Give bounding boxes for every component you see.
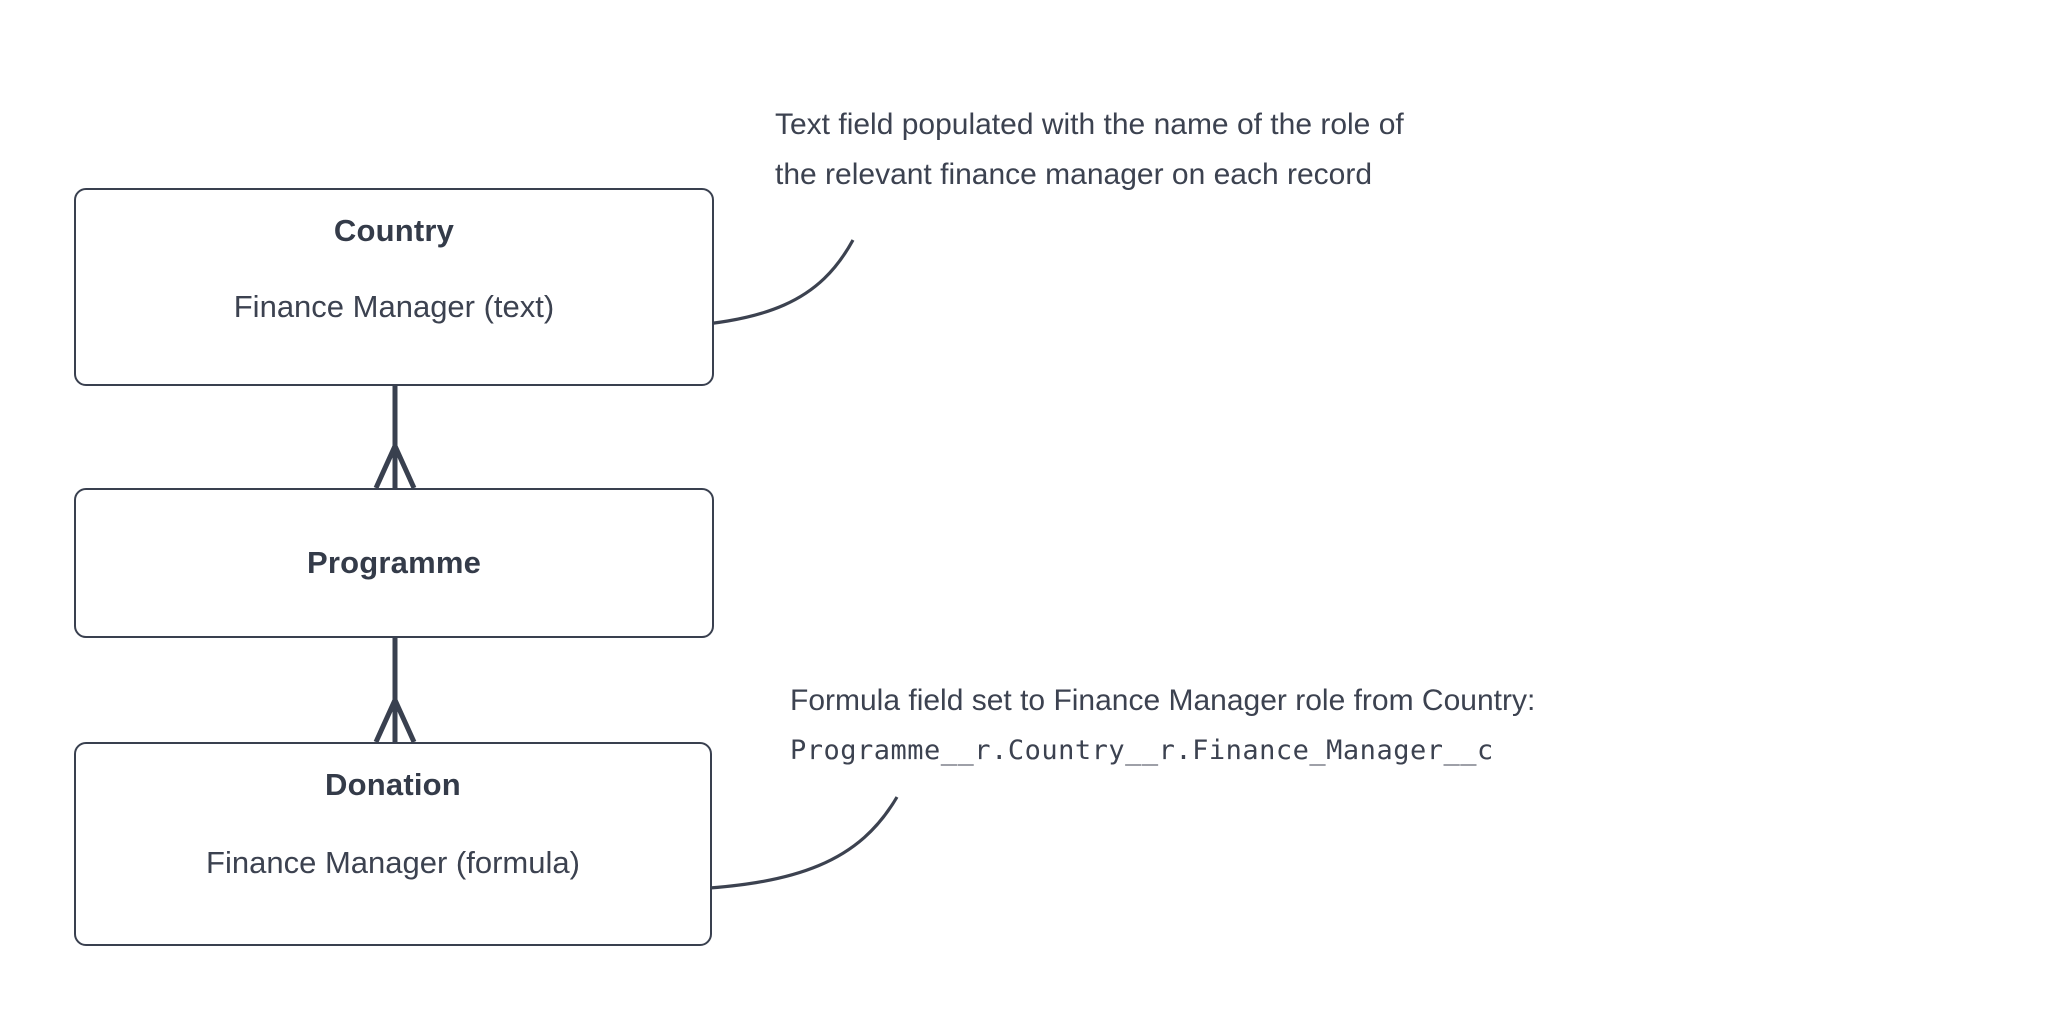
entity-title-country: Country bbox=[333, 213, 455, 248]
annotation-country-note: Text field populated with the name of th… bbox=[775, 100, 1404, 200]
entity-field-country-finance-manager: Finance Manager (text) bbox=[233, 289, 555, 324]
entity-box-country[interactable]: Country Finance Manager (text) bbox=[74, 188, 714, 386]
relationship-programme-donation bbox=[373, 638, 417, 744]
annotation-donation-formula: Programme__r.Country__r.Finance_Manager_… bbox=[790, 735, 1494, 766]
entity-title-programme: Programme bbox=[306, 545, 482, 580]
relationship-country-programme bbox=[373, 386, 417, 490]
entity-field-donation-finance-manager: Finance Manager (formula) bbox=[206, 845, 580, 880]
entity-box-programme[interactable]: Programme bbox=[74, 488, 714, 638]
entity-box-donation[interactable]: Donation Finance Manager (formula) bbox=[74, 742, 712, 946]
annotation-donation-note: Formula field set to Finance Manager rol… bbox=[790, 676, 1535, 776]
annotation-country-line1: Text field populated with the name of th… bbox=[775, 108, 1404, 141]
annotation-country-line2: the relevant finance manager on each rec… bbox=[775, 158, 1373, 191]
annotation-donation-line1: Formula field set to Finance Manager rol… bbox=[790, 684, 1536, 717]
entity-title-donation: Donation bbox=[325, 767, 461, 802]
